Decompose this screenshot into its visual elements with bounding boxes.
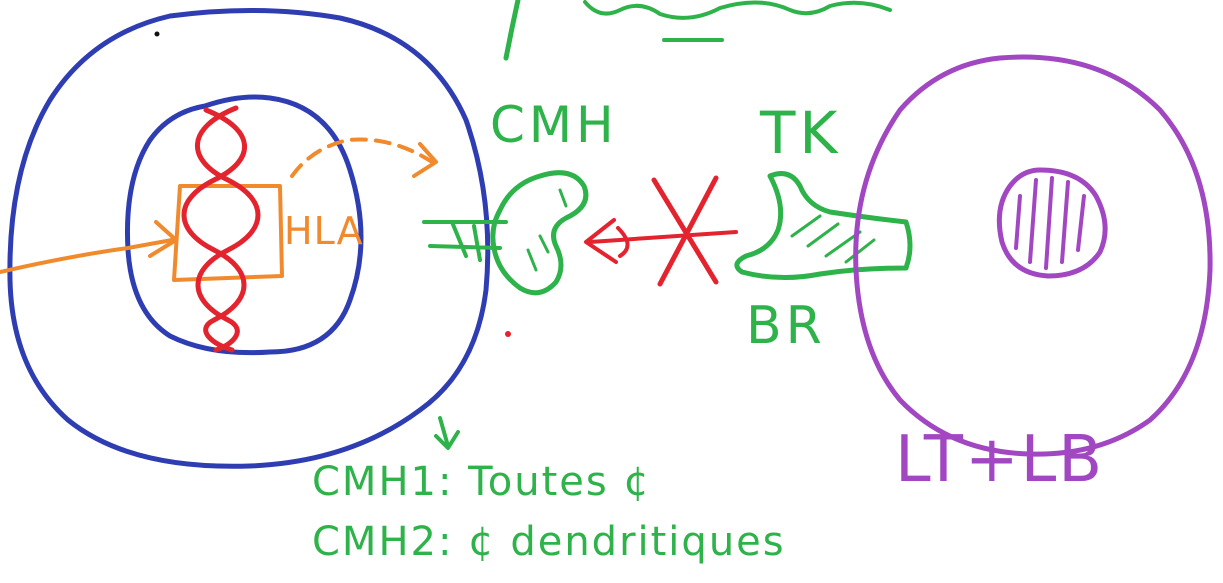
label-cmh: CMH — [490, 96, 618, 154]
mhc-hatch — [526, 188, 568, 272]
label-br: BR — [746, 296, 826, 356]
down-arrow — [434, 416, 460, 450]
hla-box — [172, 184, 284, 282]
label-lt-lb: LT+LB — [895, 423, 1105, 497]
label-cmh1-line: CMH1: Toutes ¢ — [312, 459, 651, 505]
label-hla: HLA — [284, 209, 364, 253]
incoming-arrow — [0, 238, 174, 274]
stray-dot-red — [505, 331, 511, 337]
export-arrow-head — [412, 142, 438, 178]
cell-nucleus — [125, 94, 364, 356]
top-green-stroke — [503, 0, 521, 61]
mhc-stem — [422, 220, 508, 262]
lymphocyte-membrane — [853, 54, 1213, 457]
binding-arrow-left — [584, 218, 738, 264]
lymphocyte-nucleus — [996, 167, 1108, 279]
stray-dot-black — [154, 31, 160, 37]
incoming-arrow-head — [148, 220, 178, 258]
lymphocyte-nucleus-hatch — [1014, 176, 1086, 270]
tcr-bcr-receptor — [734, 171, 913, 281]
top-green-text-fragment — [583, 0, 892, 20]
mhc-molecule — [490, 170, 589, 296]
tcr-hatch — [790, 214, 876, 264]
label-tk: TK — [760, 99, 842, 167]
label-cmh2-line: CMH2: ¢ dendritiques — [312, 519, 786, 565]
dna-strand-b — [195, 105, 261, 353]
cell-outer-membrane — [7, 7, 491, 469]
dna-strand-a — [181, 107, 247, 353]
export-arrow — [290, 137, 434, 178]
no-binding-cross — [651, 175, 719, 287]
